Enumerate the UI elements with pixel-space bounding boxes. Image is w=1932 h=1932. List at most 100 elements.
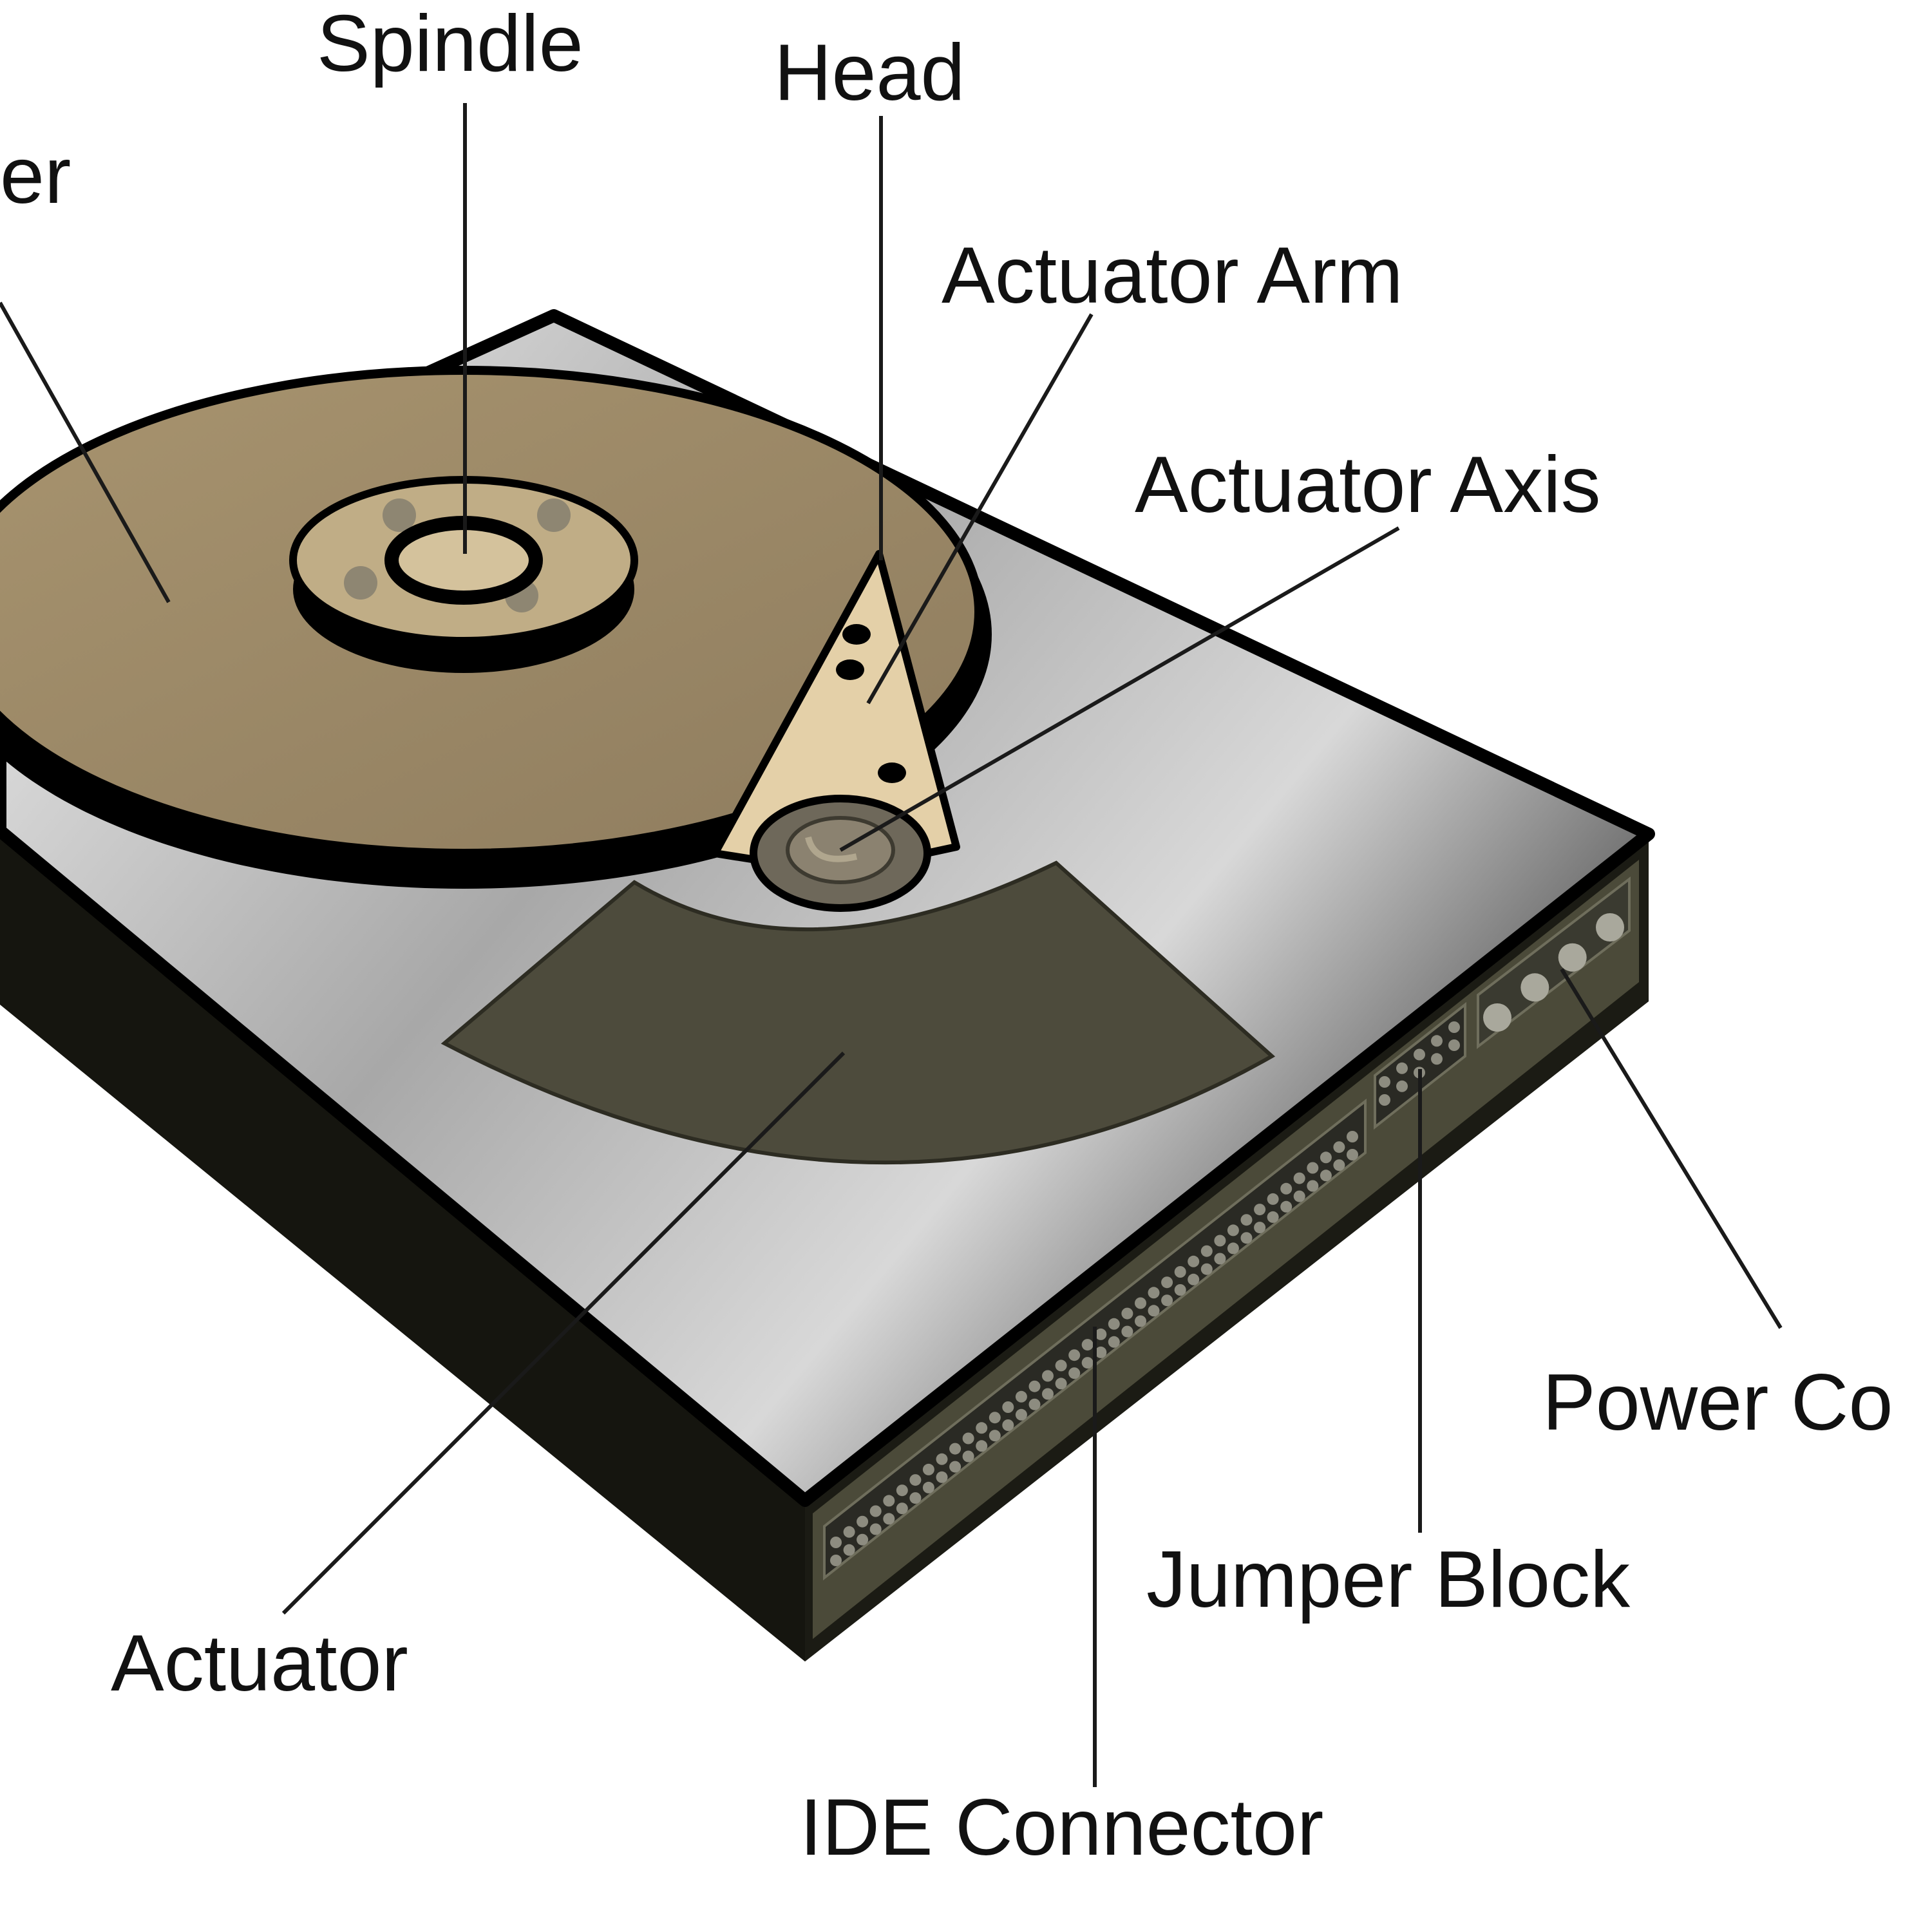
- connector-pin: [1188, 1255, 1200, 1267]
- connector-pin: [989, 1430, 1001, 1442]
- connector-pin: [1347, 1131, 1358, 1142]
- label-platter: er: [0, 131, 71, 220]
- connector-pin: [1333, 1159, 1345, 1171]
- connector-pin: [1267, 1211, 1279, 1223]
- connector-pin: [1028, 1380, 1041, 1392]
- connector-pin: [962, 1432, 974, 1444]
- connector-pin: [1558, 943, 1587, 972]
- connector-pin: [1320, 1151, 1332, 1164]
- connector-pin: [949, 1443, 961, 1455]
- arm-hole: [878, 762, 906, 783]
- connector-pin: [989, 1412, 1001, 1424]
- connector-pin: [1214, 1235, 1226, 1247]
- connector-pin: [1483, 1003, 1511, 1032]
- leader-actuator-arm: [866, 313, 1094, 705]
- connector-pin: [1379, 1076, 1390, 1088]
- connector-pin: [883, 1513, 895, 1525]
- connector-pin: [1280, 1200, 1293, 1213]
- connector-pin: [1108, 1336, 1120, 1348]
- power-connector-pins: [1483, 913, 1624, 1032]
- spindle-screw: [537, 498, 571, 532]
- leader-lines: [0, 103, 1783, 1787]
- labels: er Spindle Head Actuator Arm Actuator Ax…: [0, 0, 1893, 1872]
- leader-power-connector: [1560, 968, 1783, 1329]
- case-side-left: [0, 831, 805, 1662]
- arm-hole: [836, 659, 864, 680]
- connector-pin: [1448, 1039, 1460, 1051]
- connector-pin: [869, 1523, 882, 1535]
- connector-pin: [1240, 1232, 1253, 1244]
- leader-actuator-axis: [839, 526, 1400, 852]
- connector-pin: [1320, 1170, 1332, 1182]
- connector-pin: [936, 1453, 948, 1465]
- connector-pin: [1095, 1346, 1107, 1358]
- connector-pin: [1108, 1318, 1120, 1330]
- connector-pin: [1028, 1398, 1041, 1410]
- connector-pin: [962, 1450, 974, 1463]
- actuator-magnet: [440, 860, 1276, 1165]
- label-jumper-block: Jumper Block: [1146, 1535, 1631, 1624]
- connector-pin: [1347, 1149, 1358, 1160]
- leader-platter: [0, 301, 171, 603]
- spindle: [289, 476, 638, 673]
- connector-pin: [1042, 1370, 1054, 1382]
- connector-pin: [1148, 1287, 1160, 1299]
- connector-pin: [896, 1484, 908, 1497]
- connector-pin: [1396, 1080, 1408, 1092]
- connector-pin: [1121, 1325, 1133, 1338]
- connector-pin: [1068, 1367, 1081, 1379]
- connector-pin: [843, 1544, 855, 1556]
- label-actuator-arm: Actuator Arm: [942, 231, 1403, 320]
- connector-pin: [1148, 1305, 1160, 1317]
- connector-pin: [1379, 1094, 1390, 1106]
- connector-pin: [1121, 1307, 1133, 1320]
- connector-pin: [857, 1515, 869, 1528]
- connector-pin: [1174, 1266, 1186, 1278]
- connector-pin: [1267, 1193, 1279, 1205]
- connector-pin: [1161, 1276, 1173, 1289]
- connector-pin: [1055, 1378, 1067, 1390]
- connector-pin: [1240, 1214, 1253, 1226]
- connector-pin: [1227, 1224, 1239, 1236]
- leader-actuator: [281, 1051, 846, 1615]
- connector-pin: [843, 1526, 855, 1538]
- spindle-screw: [344, 566, 377, 600]
- connector-pin: [830, 1537, 842, 1548]
- label-head: Head: [774, 28, 965, 117]
- connector-pin: [830, 1555, 842, 1566]
- connector-pin: [1431, 1035, 1443, 1047]
- connector-pin: [1200, 1263, 1213, 1275]
- actuator-axis-highlight: [805, 836, 858, 862]
- connector-pin: [1307, 1162, 1319, 1174]
- connector-pin: [976, 1440, 988, 1452]
- label-power-connector: Power Co: [1542, 1358, 1893, 1447]
- connector-pin: [1015, 1390, 1027, 1403]
- connector-pin: [1293, 1190, 1305, 1202]
- connector-pin: [1174, 1284, 1186, 1296]
- arm-hole: [842, 624, 871, 645]
- label-actuator-axis: Actuator Axis: [1135, 440, 1601, 529]
- connector-pin: [1161, 1294, 1173, 1307]
- jumper-block: [1374, 1001, 1466, 1130]
- connector-pin: [1280, 1182, 1293, 1195]
- connector-pin: [1596, 913, 1624, 942]
- connector-pin: [1002, 1401, 1014, 1413]
- connector-pin: [1333, 1141, 1345, 1153]
- connector-pin: [1254, 1222, 1266, 1234]
- connector-pin: [869, 1505, 882, 1517]
- connector-pin: [1293, 1172, 1305, 1184]
- connector-pin: [857, 1533, 869, 1546]
- connector-pin: [1055, 1359, 1067, 1372]
- connector-pin: [1188, 1273, 1200, 1285]
- connector-pin: [1081, 1339, 1094, 1351]
- connector-pin: [1002, 1419, 1014, 1431]
- label-spindle: Spindle: [317, 0, 583, 88]
- ide-connector-pins: [830, 1131, 1358, 1566]
- connector-pin: [1015, 1408, 1027, 1421]
- connector-pin: [1254, 1204, 1266, 1216]
- connector-pin: [1200, 1245, 1213, 1257]
- connector-pin: [1214, 1253, 1226, 1265]
- connector-pin: [936, 1471, 948, 1483]
